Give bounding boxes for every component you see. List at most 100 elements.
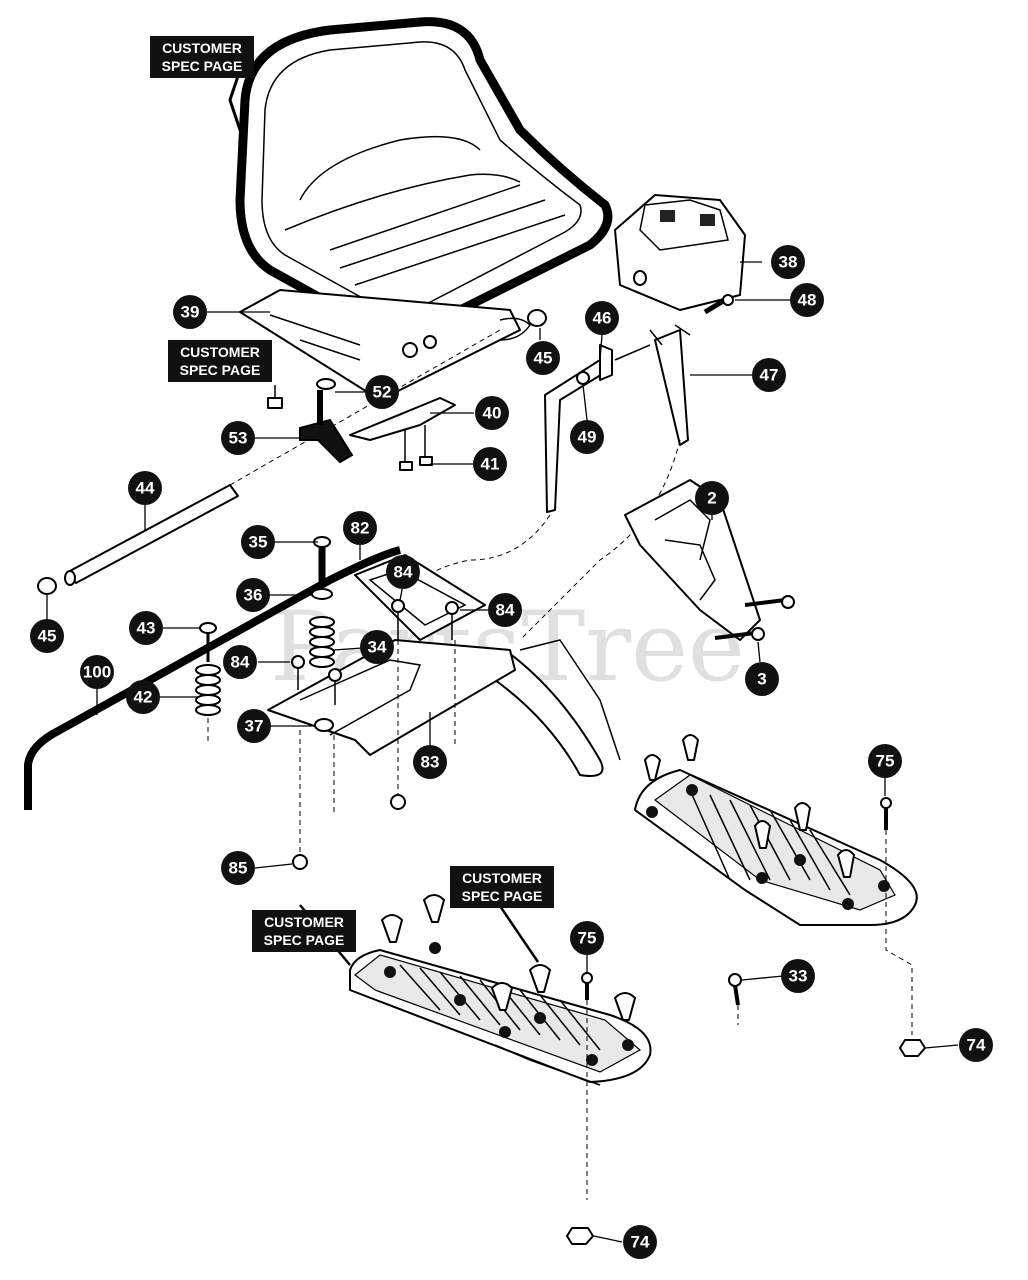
svg-text:100: 100 (83, 663, 111, 682)
callout-38: 38 (771, 245, 805, 279)
callout-74-right: 74 (959, 1028, 993, 1062)
pivot-rod-part (64, 317, 531, 586)
svg-text:53: 53 (229, 429, 248, 448)
spring-34-part (309, 616, 335, 668)
svg-text:84: 84 (496, 601, 515, 620)
svg-text:39: 39 (181, 303, 200, 322)
svg-text:84: 84 (231, 653, 250, 672)
spec-bolt-part (267, 397, 283, 409)
svg-text:74: 74 (967, 1036, 986, 1055)
svg-text:43: 43 (137, 619, 156, 638)
knob-part (299, 418, 354, 464)
callout-82: 82 (343, 511, 377, 545)
callout-35: 35 (241, 525, 275, 559)
callout-85: 85 (221, 851, 255, 885)
callout-41: 41 (473, 447, 507, 481)
svg-text:44: 44 (136, 479, 155, 498)
callout-75-right: 75 (868, 744, 902, 778)
svg-text:CUSTOMER: CUSTOMER (180, 344, 260, 360)
svg-text:35: 35 (249, 533, 268, 552)
spec-box-bolt: CUSTOMER SPEC PAGE (168, 340, 272, 382)
left-mat-part (349, 942, 652, 1086)
spec-box-mat-right: CUSTOMER SPEC PAGE (450, 866, 554, 908)
callout-36: 36 (236, 578, 270, 612)
callout-33: 33 (781, 959, 815, 993)
svg-text:37: 37 (245, 717, 264, 736)
screw-33-part (728, 973, 742, 987)
callout-45-left: 45 (30, 619, 64, 653)
svg-text:CUSTOMER: CUSTOMER (462, 870, 542, 886)
callout-37: 37 (237, 709, 271, 743)
svg-text:49: 49 (578, 428, 597, 447)
svg-text:SPEC PAGE: SPEC PAGE (180, 362, 261, 378)
callout-52: 52 (365, 375, 399, 409)
bracket-part (349, 397, 456, 441)
svg-text:33: 33 (789, 967, 808, 986)
callout-83: 83 (413, 745, 447, 779)
svg-text:38: 38 (779, 253, 798, 272)
callout-47: 47 (752, 358, 786, 392)
seat-part (235, 17, 613, 341)
callout-2: 2 (695, 481, 729, 515)
callout-48: 48 (790, 283, 824, 317)
svg-text:CUSTOMER: CUSTOMER (264, 914, 344, 930)
svg-text:SPEC PAGE: SPEC PAGE (162, 58, 243, 74)
seat-adjust-bracket-part (624, 479, 761, 641)
callout-39: 39 (173, 295, 207, 329)
fender-part (494, 639, 621, 777)
callout-53: 53 (221, 421, 255, 455)
frame-outline-part (24, 546, 402, 810)
svg-text:46: 46 (593, 309, 612, 328)
callout-49: 49 (570, 420, 604, 454)
svg-text:34: 34 (368, 638, 387, 657)
callout-40: 40 (475, 396, 509, 430)
callout-84-top: 84 (386, 555, 420, 589)
svg-text:42: 42 (134, 688, 153, 707)
svg-text:2: 2 (707, 489, 716, 508)
pin-49-part (576, 371, 590, 385)
spring-42-part (195, 664, 221, 716)
cover-part (614, 194, 746, 311)
callout-45-right: 45 (526, 341, 560, 375)
svg-text:74: 74 (631, 1233, 650, 1252)
svg-text:CUSTOMER: CUSTOMER (162, 40, 242, 56)
svg-text:48: 48 (798, 291, 817, 310)
svg-text:75: 75 (578, 929, 597, 948)
callout-44: 44 (128, 471, 162, 505)
callout-75-left: 75 (570, 921, 604, 955)
callout-74-left: 74 (623, 1225, 657, 1259)
bolt-41-part (404, 425, 426, 465)
svg-text:84: 84 (394, 563, 413, 582)
callout-42: 42 (126, 680, 160, 714)
callout-100: 100 (80, 655, 114, 689)
callout-46: 46 (585, 301, 619, 335)
svg-text:85: 85 (229, 859, 248, 878)
svg-text:45: 45 (38, 627, 57, 646)
washer-left-part (37, 577, 57, 595)
svg-text:75: 75 (876, 752, 895, 771)
rod-47-part (649, 324, 691, 446)
callout-84-right: 84 (488, 593, 522, 627)
nut-85-part (292, 854, 308, 870)
svg-text:82: 82 (351, 519, 370, 538)
washer-right-part (527, 309, 547, 327)
callout-43: 43 (129, 611, 163, 645)
svg-text:52: 52 (373, 383, 392, 402)
right-mat-part (634, 769, 918, 926)
svg-text:36: 36 (244, 586, 263, 605)
callout-84-left: 84 (223, 645, 257, 679)
callout-34: 34 (360, 630, 394, 664)
svg-text:83: 83 (421, 753, 440, 772)
spec-box-seat: CUSTOMER SPEC PAGE (150, 36, 254, 78)
svg-text:40: 40 (483, 404, 502, 423)
svg-text:47: 47 (760, 366, 779, 385)
spec-box-mat-left: CUSTOMER SPEC PAGE (252, 910, 356, 952)
svg-text:45: 45 (534, 349, 553, 368)
svg-text:41: 41 (481, 455, 500, 474)
svg-text:SPEC PAGE: SPEC PAGE (462, 888, 543, 904)
svg-text:SPEC PAGE: SPEC PAGE (264, 932, 345, 948)
svg-text:3: 3 (757, 670, 766, 689)
leader-lines (46, 75, 959, 1243)
callout-3: 3 (745, 662, 779, 696)
